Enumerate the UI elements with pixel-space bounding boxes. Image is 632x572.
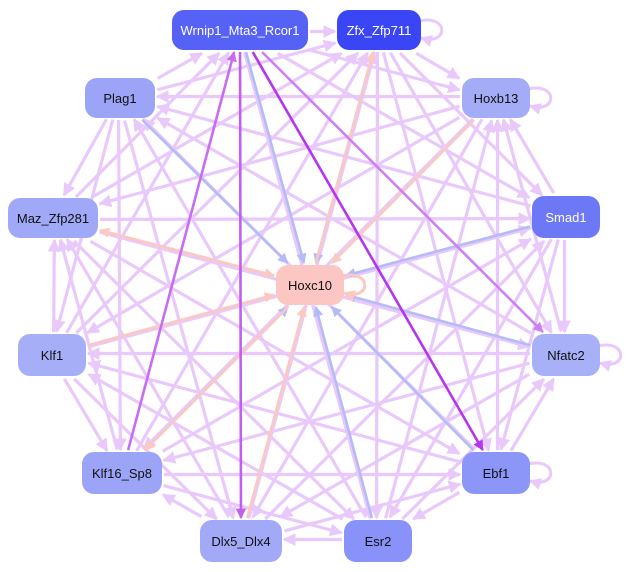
node-dlx5_dlx4[interactable]: Dlx5_Dlx4 [200,520,282,562]
node-label: Smad1 [545,209,587,225]
node-label: Maz_Zfp281 [16,210,90,226]
edge-Klf1-Klf16_Sp8 [62,377,109,452]
edge-Hoxb13-Klf1 [86,116,461,335]
node-smad1[interactable]: Smad1 [532,196,600,238]
edge-Zfx_Zfp711-Plag1 [156,39,337,92]
node-maz_zfp281[interactable]: Maz_Zfp281 [8,198,98,238]
edge-Zfx_Zfp711-Hoxb13 [415,51,461,80]
node-esr2[interactable]: Esr2 [344,520,412,562]
edge-Klf1-Hoxc10 [87,292,276,347]
edge-Maz_Zfp281-Ebf1 [89,239,461,455]
node-wrnip1_mta3_rcor1[interactable]: Wrnip1_Mta3_Rcor1 [172,10,308,50]
edge-Hoxc10-Maz_Zfp281 [98,227,275,277]
edge-Hoxc10-Zfx_Zfp711 [314,50,376,264]
edge-Plag1-Hoxc10 [141,119,289,264]
edge-Wrnip1_Mta3_Rcor1-Hoxc10 [244,51,307,265]
node-klf1[interactable]: Klf1 [18,334,86,376]
node-label: Nfatc2 [547,347,585,363]
node-nfatc2[interactable]: Nfatc2 [532,334,600,376]
edge-Hoxb13-Smad1 [508,118,556,195]
edge-Plag1-Nfatc2 [156,116,532,335]
edge-Dlx5_Dlx4-Hoxc10 [245,305,307,519]
node-label: Wrnip1_Mta3_Rcor1 [180,22,300,38]
node-hoxb13[interactable]: Hoxb13 [462,78,530,118]
edge-Ebf1-Esr2 [412,491,461,521]
edge-Wrnip1_Mta3_Rcor1-Nfatc2 [261,51,544,333]
node-label: Klf1 [40,347,64,363]
edge-Ebf1-Hoxc10 [330,306,475,451]
edge-Klf16_Sp8-Wrnip1_Mta3_Rcor1 [126,50,237,451]
node-label: Dlx5_Dlx4 [211,533,271,549]
edge-Zfx_Zfp711-Esr2 [370,51,383,520]
edge-Smad1-Klf16_Sp8 [161,237,532,453]
node-klf16_sp8[interactable]: Klf16_Sp8 [82,452,162,494]
edge-Nfatc2-Dlx5_Dlx4 [279,372,531,519]
edge-Nfatc2-Klf16_Sp8 [162,361,531,464]
node-plag1[interactable]: Plag1 [85,78,155,118]
node-label: Hoxc10 [287,277,333,293]
edge-Plag1-Maz_Zfp281 [62,118,108,197]
self-loop-Hoxc10 [341,273,367,302]
edge-Nfatc2-Hoxc10 [344,292,531,347]
self-loop-Hoxb13 [527,86,553,115]
edge-Klf16_Sp8-Dlx5_Dlx4 [161,493,203,519]
node-label: Ebf1 [482,465,510,481]
edge-Maz_Zfp281-Smad1 [99,212,532,225]
node-zfx_zfp711[interactable]: Zfx_Zfp711 [337,10,421,50]
edge-Wrnip1_Mta3_Rcor1-Plag1 [156,51,204,80]
edge-Zfx_Zfp711-Maz_Zfp281 [91,51,343,199]
edge-Wrnip1_Mta3_Rcor1-Dlx5_Dlx4 [235,51,247,520]
edge-Nfatc2-Ebf1 [509,377,556,452]
edge-Smad1-Hoxc10 [344,225,531,279]
edge-Hoxc10-Klf16_Sp8 [144,306,289,451]
node-label: Plag1 [103,90,137,106]
self-loop-Nfatc2 [597,343,623,372]
node-label: Esr2 [364,533,392,549]
node-ebf1[interactable]: Ebf1 [462,452,530,494]
edge-Wrnip1_Mta3_Rcor1-Ebf1 [251,51,484,451]
self-loop-Zfx_Zfp711 [418,18,444,47]
node-label: Hoxb13 [473,90,519,106]
node-hoxc10[interactable]: Hoxc10 [276,265,344,305]
self-loop-Ebf1 [527,461,553,490]
edge-Hoxb13-Maz_Zfp281 [98,104,461,207]
edge-Hoxb13-Dlx5_Dlx4 [251,118,484,519]
edge-Esr2-Hoxc10 [313,305,374,519]
node-label: Klf16_Sp8 [92,465,152,481]
node-label: Zfx_Zfp711 [346,22,412,38]
edge-Ebf1-Dlx5_Dlx4 [283,480,462,533]
edge-Maz_Zfp281-Klf1 [47,238,61,333]
